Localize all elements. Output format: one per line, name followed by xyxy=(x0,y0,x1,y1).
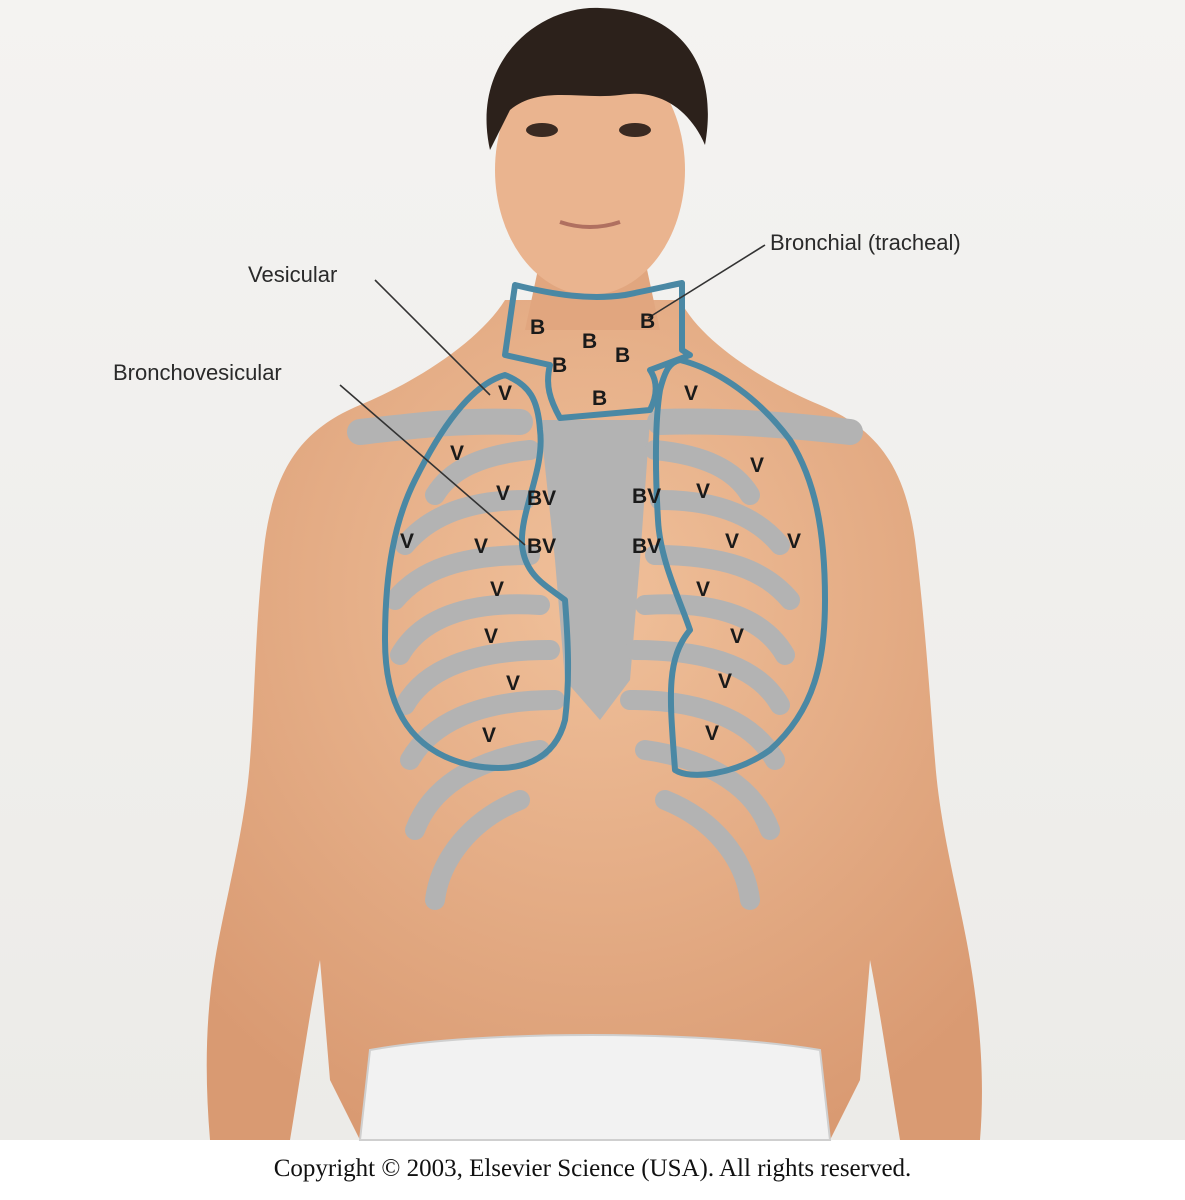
marker-bv: BV xyxy=(632,535,661,558)
marker-b: B xyxy=(582,330,597,353)
marker-bv: BV xyxy=(527,535,556,558)
marker-v: V xyxy=(506,672,520,695)
marker-v: V xyxy=(730,625,744,648)
marker-v: V xyxy=(696,480,710,503)
leader-lines xyxy=(339,244,766,546)
right-lung-outline xyxy=(382,372,572,771)
marker-v: V xyxy=(490,578,504,601)
marker-v: V xyxy=(474,535,488,558)
marker-v: V xyxy=(787,530,801,553)
tracheal-zone-outline xyxy=(502,280,693,421)
marker-v: V xyxy=(696,578,710,601)
marker-v: V xyxy=(484,625,498,648)
label-vesicular: Vesicular xyxy=(248,262,337,287)
marker-v: V xyxy=(705,722,719,745)
marker-v: V xyxy=(482,724,496,747)
marker-v: V xyxy=(450,442,464,465)
marker-v: V xyxy=(684,382,698,405)
marker-b: B xyxy=(640,310,655,333)
marker-bv: BV xyxy=(632,485,661,508)
marker-v: V xyxy=(400,530,414,553)
label-bronchovesicular: Bronchovesicular xyxy=(113,360,282,385)
bronchial-markers: B B B B B B xyxy=(530,310,655,410)
zone-outlines xyxy=(382,280,828,778)
vesicular-markers: V V V V V V V V V V V V V V V V V V xyxy=(400,382,801,747)
label-bronchial-tracheal: Bronchial (tracheal) xyxy=(770,230,961,255)
left-lung-outline xyxy=(652,357,828,778)
marker-b: B xyxy=(552,354,567,377)
head xyxy=(486,7,708,295)
bronchovesicular-markers: BV BV BV BV xyxy=(527,485,661,558)
marker-v: V xyxy=(750,454,764,477)
copyright-caption: Copyright © 2003, Elsevier Science (USA)… xyxy=(273,1155,912,1182)
marker-bv: BV xyxy=(527,487,556,510)
marker-v: V xyxy=(718,670,732,693)
marker-v: V xyxy=(496,482,510,505)
marker-b: B xyxy=(615,344,630,367)
marker-b: B xyxy=(592,387,607,410)
marker-v: V xyxy=(725,530,739,553)
ribcage-overlay xyxy=(347,408,863,910)
caption-background xyxy=(0,1140,1185,1200)
marker-v: V xyxy=(498,382,512,405)
marker-b: B xyxy=(530,316,545,339)
shorts xyxy=(358,1034,832,1141)
